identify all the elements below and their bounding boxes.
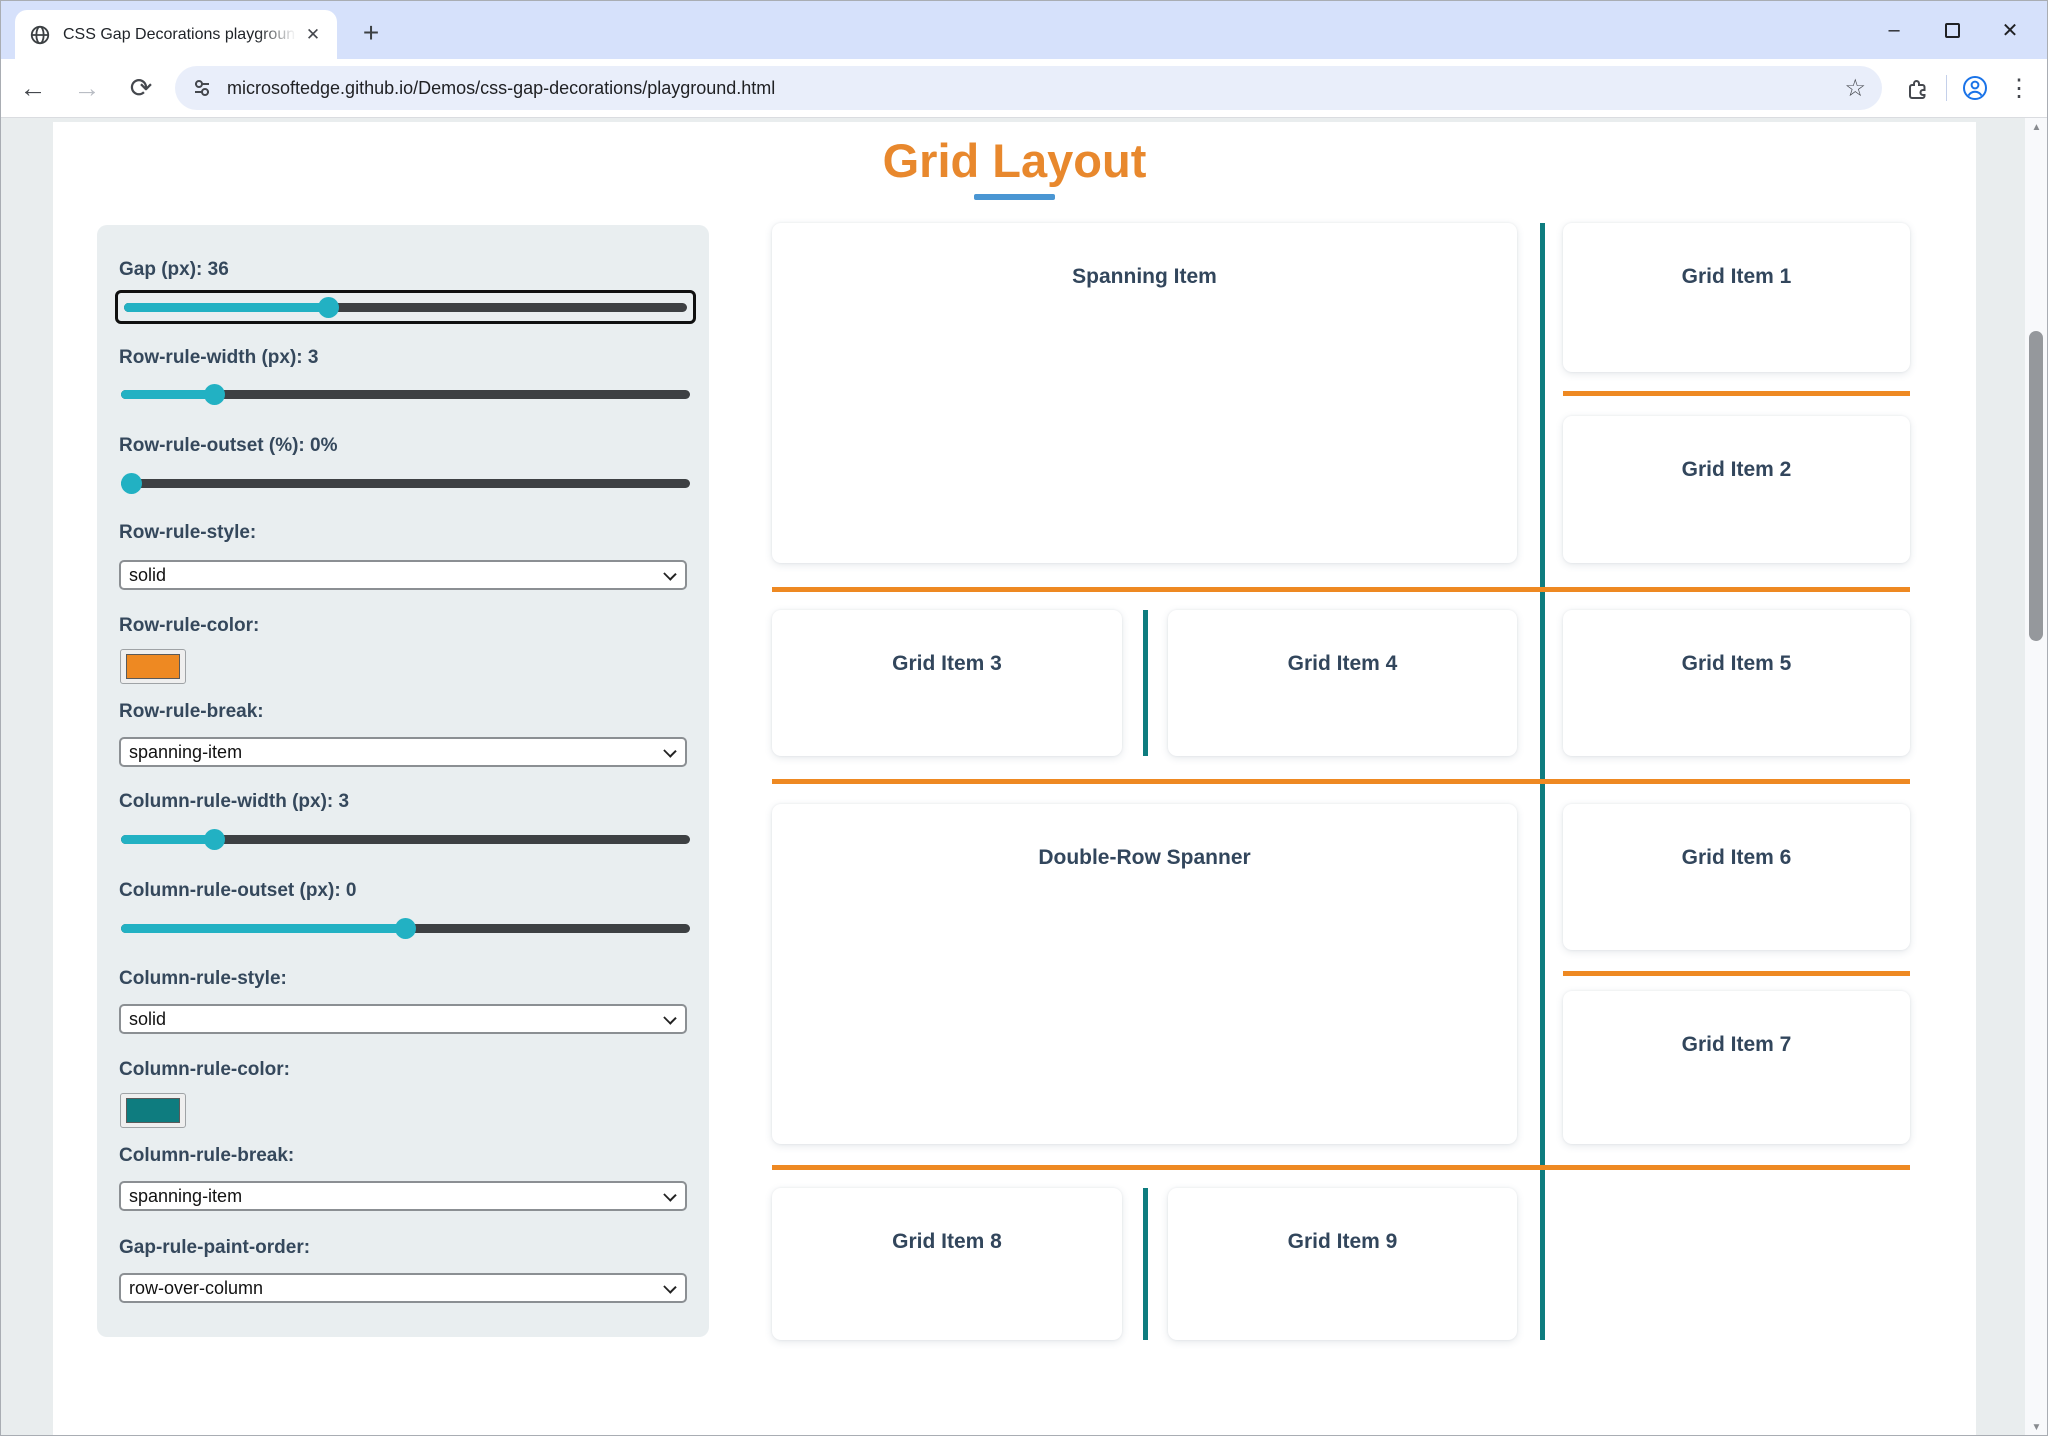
browser-toolbar: ← → ⟳ microsoftedge.github.io/Demos/css-… xyxy=(1,59,2047,118)
slider-fill xyxy=(124,297,340,318)
close-window-button[interactable]: ✕ xyxy=(2001,19,2019,42)
minimize-button[interactable]: – xyxy=(1888,18,1900,41)
grid-item-2: Grid Item 2 xyxy=(1563,416,1910,563)
address-bar[interactable]: microsoftedge.github.io/Demos/css-gap-de… xyxy=(175,66,1882,110)
column-rule-outset-label: Column-rule-outset (px): 0 xyxy=(119,880,357,901)
maximize-icon xyxy=(1944,22,1960,38)
slider-track xyxy=(121,479,690,488)
profile-avatar-icon[interactable] xyxy=(1953,66,1997,110)
page-content: Grid Layout Gap (px): 36 Row-rule-width … xyxy=(53,122,1976,1435)
grid-item-9: Grid Item 9 xyxy=(1168,1188,1517,1340)
row-rule xyxy=(772,587,1910,592)
row-rule-color-chip xyxy=(126,654,180,679)
slider-thumb[interactable] xyxy=(121,473,143,494)
grid-item-8: Grid Item 8 xyxy=(772,1188,1122,1340)
row-rule-break-select[interactable]: spanning-item xyxy=(119,737,687,767)
grid-item-spanning: Spanning Item xyxy=(772,223,1517,563)
gap-rule-paint-order-label: Gap-rule-paint-order: xyxy=(119,1237,311,1258)
slider-track xyxy=(124,303,687,312)
gap-rule-paint-order-select-wrap: row-over-column xyxy=(119,1273,687,1303)
title-underline xyxy=(974,194,1055,200)
column-rule-style-select-wrap: solid xyxy=(119,1004,687,1034)
tab-title: CSS Gap Decorations playgroun xyxy=(63,25,296,43)
site-info-icon[interactable] xyxy=(191,77,213,99)
slider-thumb[interactable] xyxy=(203,829,225,850)
gap-rule-paint-order-select[interactable]: row-over-column xyxy=(119,1273,687,1303)
column-rule xyxy=(1143,1188,1148,1340)
row-rule-break-select-wrap: spanning-item xyxy=(119,737,687,767)
page-viewport: Grid Layout Gap (px): 36 Row-rule-width … xyxy=(2,118,2047,1435)
column-rule-style-label: Column-rule-style: xyxy=(119,968,287,989)
scroll-down-icon[interactable]: ▼ xyxy=(2031,1421,2042,1433)
column-rule-color-picker[interactable] xyxy=(120,1093,186,1128)
tab-close-icon[interactable]: ✕ xyxy=(305,24,321,44)
row-rule-color-label: Row-rule-color: xyxy=(119,615,260,636)
row-rule-break-label: Row-rule-break: xyxy=(119,701,264,722)
globe-favicon-icon xyxy=(30,25,50,44)
scroll-up-icon[interactable]: ▲ xyxy=(2031,121,2042,133)
slider-fill xyxy=(121,829,225,850)
tab-strip: CSS Gap Decorations playgroun ✕ + – ✕ xyxy=(1,1,2047,59)
controls-panel: Gap (px): 36 Row-rule-width (px): 3 xyxy=(97,225,709,1337)
slider-fill xyxy=(121,384,225,405)
row-rule-outset-label: Row-rule-outset (%): 0% xyxy=(119,435,338,456)
row-rule-color-picker[interactable] xyxy=(120,649,186,684)
row-rule-style-select[interactable]: solid xyxy=(119,560,687,590)
grid-item-1: Grid Item 1 xyxy=(1563,223,1910,372)
forward-button[interactable]: → xyxy=(73,72,101,103)
column-rule xyxy=(1143,610,1148,756)
page-title: Grid Layout xyxy=(882,134,1147,187)
kebab-menu-icon: ⋮ xyxy=(2007,74,2031,102)
grid-item-6: Grid Item 6 xyxy=(1563,804,1910,950)
slider-fill xyxy=(121,918,416,939)
slider-thumb[interactable] xyxy=(318,297,340,318)
column-rule-break-select-wrap: spanning-item xyxy=(119,1181,687,1211)
slider-thumb[interactable] xyxy=(203,384,225,405)
toolbar-separator xyxy=(1946,75,1947,101)
row-rule xyxy=(772,779,1910,784)
url-text[interactable]: microsoftedge.github.io/Demos/css-gap-de… xyxy=(227,77,776,98)
grid-item-4: Grid Item 4 xyxy=(1168,610,1517,756)
column-rule-width-slider[interactable] xyxy=(121,828,690,850)
grid-item-double-row-spanner: Double-Row Spanner xyxy=(772,804,1517,1144)
column-rule-style-select[interactable]: solid xyxy=(119,1004,687,1034)
column-rule-outset-slider[interactable] xyxy=(121,917,690,939)
grid-item-7: Grid Item 7 xyxy=(1563,991,1910,1144)
extensions-icon[interactable] xyxy=(1896,66,1940,110)
column-rule-color-label: Column-rule-color: xyxy=(119,1059,290,1080)
column-rule-break-select[interactable]: spanning-item xyxy=(119,1181,687,1211)
gap-slider-focus-ring xyxy=(115,290,696,324)
row-rule-style-select-wrap: solid xyxy=(119,560,687,590)
bookmark-star-icon[interactable]: ☆ xyxy=(1844,74,1866,102)
column-rule-width-label: Column-rule-width (px): 3 xyxy=(119,791,350,812)
scrollbar-thumb[interactable] xyxy=(2029,331,2043,641)
row-rule-outset-slider[interactable] xyxy=(121,472,690,494)
slider-track xyxy=(121,390,690,399)
grid-item-5: Grid Item 5 xyxy=(1563,610,1910,756)
browser-menu-button[interactable]: ⋮ xyxy=(1997,66,2041,110)
row-rule-style-label: Row-rule-style: xyxy=(119,522,257,543)
vertical-scrollbar[interactable]: ▲ ▼ xyxy=(2025,118,2047,1435)
row-rule xyxy=(1563,391,1910,396)
browser-tab[interactable]: CSS Gap Decorations playgroun ✕ xyxy=(15,10,337,59)
gap-label: Gap (px): 36 xyxy=(119,259,229,280)
slider-track xyxy=(121,835,690,844)
row-rule xyxy=(772,1165,1910,1170)
grid-item-3: Grid Item 3 xyxy=(772,610,1122,756)
maximize-button[interactable] xyxy=(1923,1,1981,59)
column-rule-break-label: Column-rule-break: xyxy=(119,1145,295,1166)
reload-button[interactable]: ⟳ xyxy=(129,72,153,103)
new-tab-button[interactable]: + xyxy=(362,17,380,48)
gap-slider[interactable] xyxy=(124,296,687,318)
row-rule-width-label: Row-rule-width (px): 3 xyxy=(119,347,319,368)
row-rule-width-slider[interactable] xyxy=(121,383,690,405)
slider-fill xyxy=(121,473,143,494)
slider-thumb[interactable] xyxy=(394,918,416,939)
window-controls: – ✕ xyxy=(1865,1,2039,59)
back-button[interactable]: ← xyxy=(19,72,47,103)
column-rule-color-chip xyxy=(126,1098,180,1123)
row-rule xyxy=(1563,971,1910,976)
